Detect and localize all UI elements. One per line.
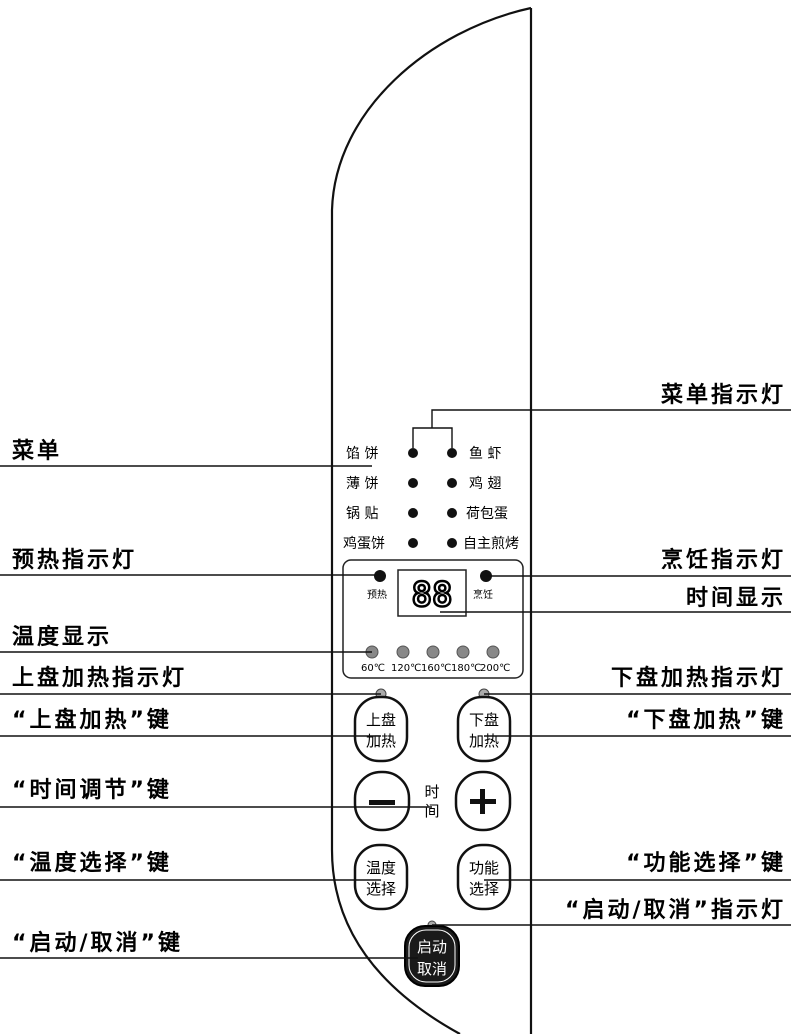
callout-lower-heat-key: “下盘加热”键 — [626, 707, 786, 733]
function-select-button[interactable]: 功能 选择 — [456, 843, 512, 911]
upper-heat-button[interactable]: 上盘 加热 — [353, 695, 409, 763]
leader-menu-indicator — [412, 409, 791, 448]
temp-select-line2: 选择 — [366, 880, 396, 898]
menu-indicator-dot — [447, 448, 457, 458]
menu-indicator-lights — [408, 448, 457, 548]
menu-item: 鱼 虾 — [469, 445, 501, 462]
time-display-digits: 88 — [412, 575, 453, 615]
menu-indicator-dot — [447, 508, 457, 518]
callout-time-display: 时间显示 — [686, 586, 786, 611]
temp-dot — [456, 645, 470, 659]
start-cancel-line2: 取消 — [417, 960, 447, 978]
menu-item: 锅 贴 — [346, 506, 378, 522]
device-outline — [330, 6, 533, 1034]
callout-time-adjust-key: “时间调节”键 — [12, 777, 172, 803]
menu-list: 馅 饼 薄 饼 锅 贴 鸡蛋饼 鱼 虾 鸡 翅 荷包蛋 自主煎烤 — [343, 445, 519, 552]
digit-window — [397, 569, 467, 617]
cooking-label: 烹饪 — [473, 588, 493, 601]
temp-dot — [486, 645, 500, 659]
preheat-label: 预热 — [367, 588, 387, 601]
callout-temp-display: 温度显示 — [12, 624, 112, 650]
temp-select-button[interactable]: 温度 选择 — [353, 843, 409, 911]
menu-indicator-dot — [447, 538, 457, 548]
menu-item: 鸡 翅 — [469, 475, 501, 492]
time-minus-button[interactable] — [353, 770, 411, 832]
temperature-indicator-lights — [365, 645, 500, 659]
menu-indicator-dot — [408, 538, 418, 548]
leader-lines — [0, 409, 791, 959]
upper-heat-button-line1: 上盘 — [366, 711, 396, 729]
menu-indicator-dot — [408, 448, 418, 458]
callout-lower-heat-indicator: 下盘加热指示灯 — [611, 665, 786, 691]
time-label-line1: 时 — [424, 783, 439, 801]
callout-function-select-key: “功能选择”键 — [626, 850, 786, 876]
lower-heat-button[interactable]: 下盘 加热 — [456, 695, 512, 763]
temp-label: 200℃ — [480, 663, 510, 674]
menu-indicator-dot — [408, 508, 418, 518]
temp-label: 180℃ — [451, 663, 481, 674]
upper-heat-button-line2: 加热 — [366, 732, 396, 750]
callout-start-cancel-indicator: “启动/取消”指示灯 — [565, 897, 786, 923]
temp-select-line1: 温度 — [366, 859, 396, 877]
temperature-labels: 60℃ 120℃ 160℃ 180℃ 200℃ — [361, 663, 510, 674]
callout-menu-indicator: 菜单指示灯 — [660, 383, 786, 408]
menu-indicator-dot — [408, 478, 418, 488]
display-frame — [342, 559, 524, 679]
temp-dot — [396, 645, 410, 659]
menu-item: 荷包蛋 — [466, 506, 508, 522]
callout-labels: 菜单指示灯 菜单 预热指示灯 烹饪指示灯 时间显示 温度显示 上盘加热指示灯 下… — [11, 383, 786, 956]
menu-item: 自主煎烤 — [463, 536, 519, 552]
menu-item: 馅 饼 — [346, 446, 378, 462]
menu-item: 鸡蛋饼 — [343, 535, 385, 552]
menu-indicator-dot — [447, 478, 457, 488]
callout-preheat: 预热指示灯 — [12, 547, 137, 573]
lower-heat-button-line2: 加热 — [469, 732, 499, 750]
temp-dot — [426, 645, 440, 659]
preheat-indicator-dot — [374, 570, 386, 582]
temp-label: 60℃ — [361, 663, 385, 674]
menu-item: 薄 饼 — [346, 476, 378, 492]
start-cancel-button[interactable]: 启动 取消 — [404, 925, 460, 987]
temp-label: 160℃ — [421, 663, 451, 674]
callout-menu: 菜单 — [11, 439, 62, 464]
callout-upper-heat-key: “上盘加热”键 — [12, 707, 172, 733]
callout-upper-heat-indicator: 上盘加热指示灯 — [12, 665, 187, 691]
callout-temp-select-key: “温度选择”键 — [12, 850, 172, 876]
lower-heat-button-line1: 下盘 — [469, 711, 499, 729]
start-cancel-line1: 启动 — [417, 938, 447, 956]
time-label-line2: 间 — [424, 802, 439, 820]
temp-label: 120℃ — [391, 663, 421, 674]
function-select-line1: 功能 — [469, 859, 499, 877]
function-select-line2: 选择 — [469, 880, 499, 898]
callout-cooking: 烹饪指示灯 — [661, 547, 786, 573]
time-plus-button[interactable] — [454, 770, 512, 832]
callout-start-cancel-key: “启动/取消”键 — [12, 930, 183, 956]
